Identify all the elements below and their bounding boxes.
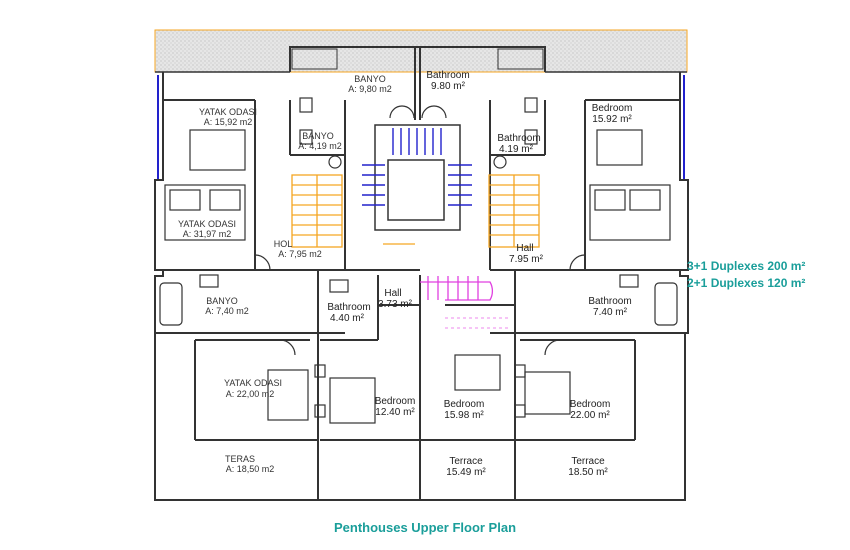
area-right-bedroom-low: 22.00 m²	[570, 410, 610, 421]
label-left-banyo-small: BANYO	[302, 131, 334, 141]
area-left-yatak-low: A: 22,00 m2	[226, 389, 275, 399]
area-left-yatak-mid: A: 31,97 m2	[183, 229, 232, 239]
label-left-hol: HOL	[274, 239, 293, 249]
area-right-terrace: 18.50 m²	[568, 467, 608, 478]
area-right-bathroom-small: 4.19 m²	[499, 144, 534, 155]
legend-line-1: 3+1 Duplexes 200 m²	[687, 259, 806, 273]
walls	[154, 46, 689, 501]
area-center-bedroom-a: 12.40 m²	[375, 407, 415, 418]
area-right-bathroom-top: 9.80 m²	[431, 81, 466, 92]
label-left-teras: TERAS	[225, 454, 255, 464]
plan-caption: Penthouses Upper Floor Plan	[333, 520, 517, 535]
room-labels: BANYO A: 9,80 m2 Bathroom 9.80 m² YATAK …	[178, 70, 632, 478]
magenta-stair	[420, 276, 510, 329]
area-center-bedroom-b: 15.98 m²	[444, 410, 484, 421]
label-left-yatak-top: YATAK ODASI	[199, 107, 257, 117]
area-left-banyo-small: A: 4,19 m2	[298, 141, 342, 151]
label-left-banyo-mid: BANYO	[206, 296, 238, 306]
label-right-bathroom-top: Bathroom	[426, 70, 469, 81]
label-center-terrace: Terrace	[449, 456, 483, 467]
blue-windows	[157, 75, 685, 180]
area-center-bathroom: 4.40 m²	[330, 313, 365, 324]
label-right-bedroom-low: Bedroom	[570, 399, 611, 410]
area-left-hol: A: 7,95 m2	[278, 249, 322, 259]
label-right-bathroom-mid: Bathroom	[588, 296, 631, 307]
area-right-hall: 7.95 m²	[509, 254, 544, 265]
area-left-banyo-top: A: 9,80 m2	[348, 84, 392, 94]
label-right-hall: Hall	[516, 243, 533, 254]
blue-stairs	[362, 128, 472, 206]
area-left-teras: A: 18,50 m2	[226, 464, 275, 474]
label-center-bedroom-a: Bedroom	[375, 396, 416, 407]
label-right-bathroom-small: Bathroom	[497, 133, 540, 144]
label-left-banyo-top: BANYO	[354, 74, 386, 84]
area-left-banyo-mid: A: 7,40 m2	[205, 306, 249, 316]
label-left-yatak-low: YATAK ODASI	[224, 378, 282, 388]
label-right-bedroom-top: Bedroom	[592, 103, 633, 114]
orange-stairs	[291, 174, 540, 248]
label-left-yatak-mid: YATAK ODASI	[178, 219, 236, 229]
label-center-bathroom: Bathroom	[327, 302, 370, 313]
label-right-terrace: Terrace	[571, 456, 605, 467]
area-center-terrace: 15.49 m²	[446, 467, 486, 478]
area-right-bedroom-top: 15.92 m²	[592, 114, 632, 125]
label-center-hall: Hall	[384, 288, 401, 299]
legend-line-2: 2+1 Duplexes 120 m²	[687, 276, 806, 290]
furniture	[159, 97, 678, 424]
area-center-hall: 3.73 m²	[378, 299, 413, 310]
area-left-yatak-top: A: 15,92 m2	[204, 117, 253, 127]
label-center-bedroom-b: Bedroom	[444, 399, 485, 410]
area-right-bathroom-mid: 7.40 m²	[593, 307, 628, 318]
